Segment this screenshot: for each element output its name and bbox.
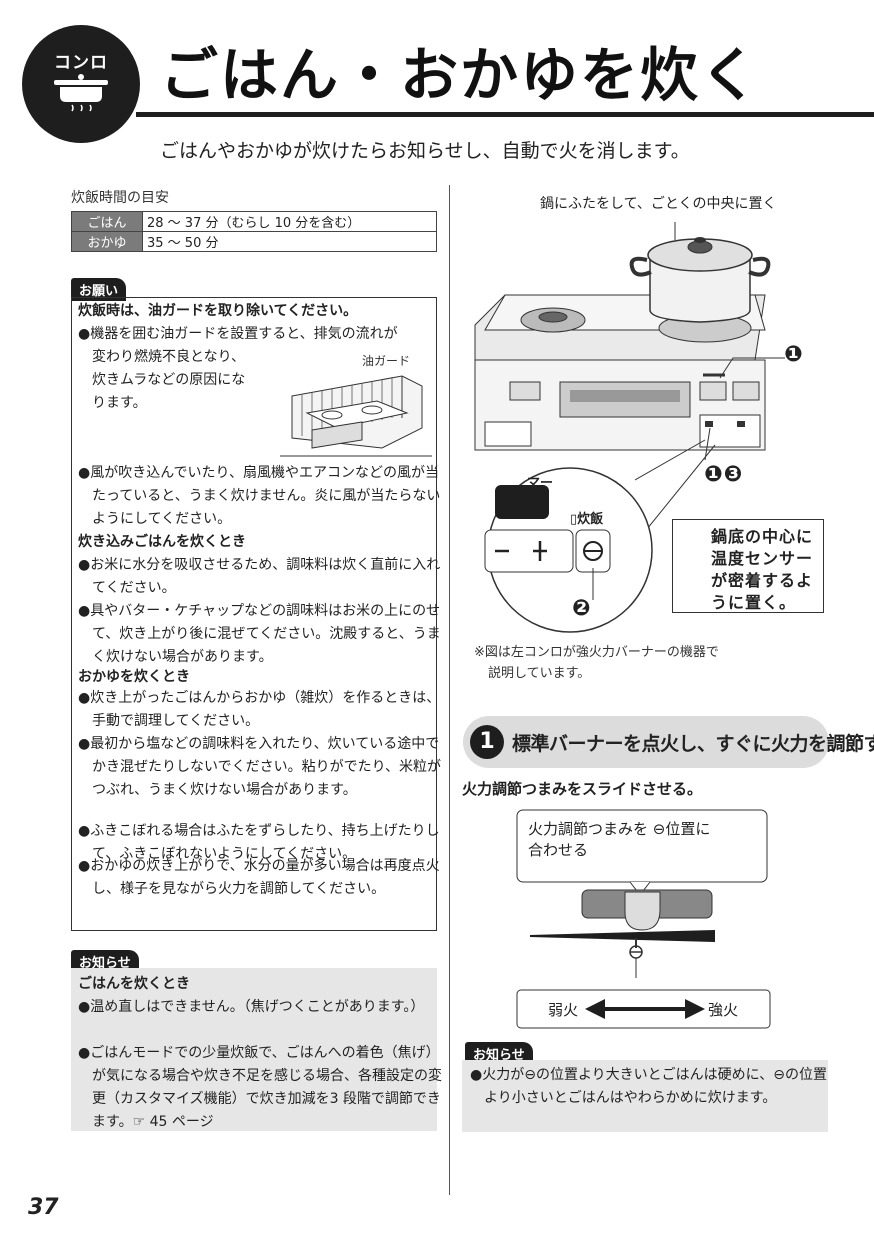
column-divider: [449, 185, 450, 1195]
notice-tag: お願い: [71, 278, 127, 301]
dial-bubble-line: 合わせる: [528, 841, 589, 859]
heat-dial-illustration: [516, 809, 771, 1029]
weak-heat-label: 弱火: [548, 1001, 579, 1019]
row-value: 35 ～ 50 分: [142, 231, 437, 252]
info-tag: お知らせ: [465, 1042, 533, 1065]
info-box: [462, 1060, 828, 1132]
oil-guard-illustration: [280, 375, 432, 457]
step-instruction: 火力調節つまみをスライドさせる。: [462, 780, 703, 798]
timer-label-fragment: マー: [527, 476, 554, 491]
notice-bullet-cont: 炊きムラなどの原因にな: [92, 372, 246, 388]
row-value: 28 ～ 37 分（むらし 10 分を含む）: [142, 211, 437, 232]
info-bullet: ●温め直しはできません。（焦げつくことがあります。）: [78, 999, 425, 1015]
okayu-heading: おかゆを炊くとき: [78, 669, 190, 685]
info-bullet: ●ごはんモードでの少量炊飯で、ごはんへの着色（焦げ）が気になる場合や炊き不足を感…: [78, 1045, 442, 1130]
pot-icon: [54, 74, 108, 112]
okayu-bullet: ●おかゆの炊き上がりで、水分の量が多い場合は再度点火し、様子を見ながら火力を調節…: [78, 858, 440, 897]
badge-label: コンロ: [54, 53, 108, 73]
cooking-time-table: ごはん 28 ～ 37 分（むらし 10 分を含む） おかゆ 35 ～ 50 分: [71, 211, 437, 252]
info-bullet: ●火力が⊖の位置より大きいとごはんは硬めに、⊖の位置より小さいとごはんはやわらか…: [470, 1067, 827, 1106]
notice-bullet-cont: ります。: [92, 395, 147, 411]
callout-1-3: ❶❸: [704, 462, 744, 487]
pot-caption: 鍋にふたをして、ごとくの中央に置く: [540, 196, 777, 212]
dial-bubble: 火力調節つまみを ⊖位置に 合わせる: [528, 819, 710, 861]
page-number: 37: [28, 1195, 59, 1220]
footnote-line: ※図は左コンロが強火力バーナーの機器で: [474, 645, 719, 660]
okayu-bullet: ●ふきこぼれる場合はふたをずらしたり、持ち上げたりして、ふきこぼれないようにして…: [78, 823, 440, 862]
notice-bullet-cont: 変わり燃焼不良となり、: [92, 349, 246, 365]
takikomi-bullet: ●具やバター・ケチャップなどの調味料はお米の上にのせて、炊き上がり後に混ぜてくだ…: [78, 603, 441, 665]
warning-box: [672, 519, 824, 613]
rice-mode-label: ▯炊飯: [570, 512, 604, 527]
okayu-bullet: ●最初から塩などの調味料を入れたり、炊いている途中でかき混ぜたりしないでください…: [78, 736, 442, 798]
step-number: 1: [470, 725, 504, 759]
cooking-time-caption: 炊飯時間の目安: [71, 190, 169, 206]
takikomi-bullet: ●お米に水分を吸収させるため、調味料は炊く直前に入れてください。: [78, 557, 441, 596]
notice-heading: 炊飯時は、油ガードを取り除いてください。: [78, 303, 358, 319]
row-label: ごはん: [71, 211, 143, 232]
warning-text: 鍋底の中心に温度センサーが密着するように置く。: [711, 527, 814, 612]
figure-footnote: ※図は左コンロが強火力バーナーの機器で 説明しています。: [474, 642, 719, 684]
table-row: ごはん 28 ～ 37 分（むらし 10 分を含む）: [71, 211, 437, 232]
info-tag: お知らせ: [71, 950, 139, 973]
callout-2: ❷: [572, 596, 591, 621]
page-subtitle: ごはんやおかゆが炊けたらお知らせし、自動で火を消します。: [160, 140, 690, 162]
okayu-bullet: ●炊き上がったごはんからおかゆ（雑炊）を作るときは、手動で調理してください。: [78, 690, 441, 729]
dial-bubble-line: 火力調節つまみを ⊖位置に: [528, 820, 711, 838]
stove-illustration: [474, 222, 785, 633]
step-header: [463, 716, 829, 768]
notice-bullet: ●機器を囲む油ガードを設置すると、排気の流れが: [78, 326, 398, 342]
strong-heat-label: 強火: [708, 1001, 739, 1019]
table-row: おかゆ 35 ～ 50 分: [71, 231, 437, 252]
step-title: 標準バーナーを点火し、すぐに火力を調節する: [512, 733, 874, 755]
takikomi-heading: 炊き込みごはんを炊くとき: [78, 534, 246, 550]
notice-box: [71, 297, 437, 931]
callout-1: ❶: [784, 342, 803, 367]
page-title: ごはん・おかゆを炊く: [160, 41, 761, 109]
info-heading: ごはんを炊くとき: [78, 976, 190, 992]
title-rule: [136, 112, 874, 117]
info-box: [71, 968, 437, 1131]
row-label: おかゆ: [71, 231, 143, 252]
oil-guard-label: 油ガード: [362, 354, 411, 368]
notice-bullet: ●風が吹き込んでいたり、扇風機やエアコンなどの風が当たっていると、うまく炊けませ…: [78, 465, 441, 527]
footnote-line: 説明しています。: [488, 666, 591, 681]
